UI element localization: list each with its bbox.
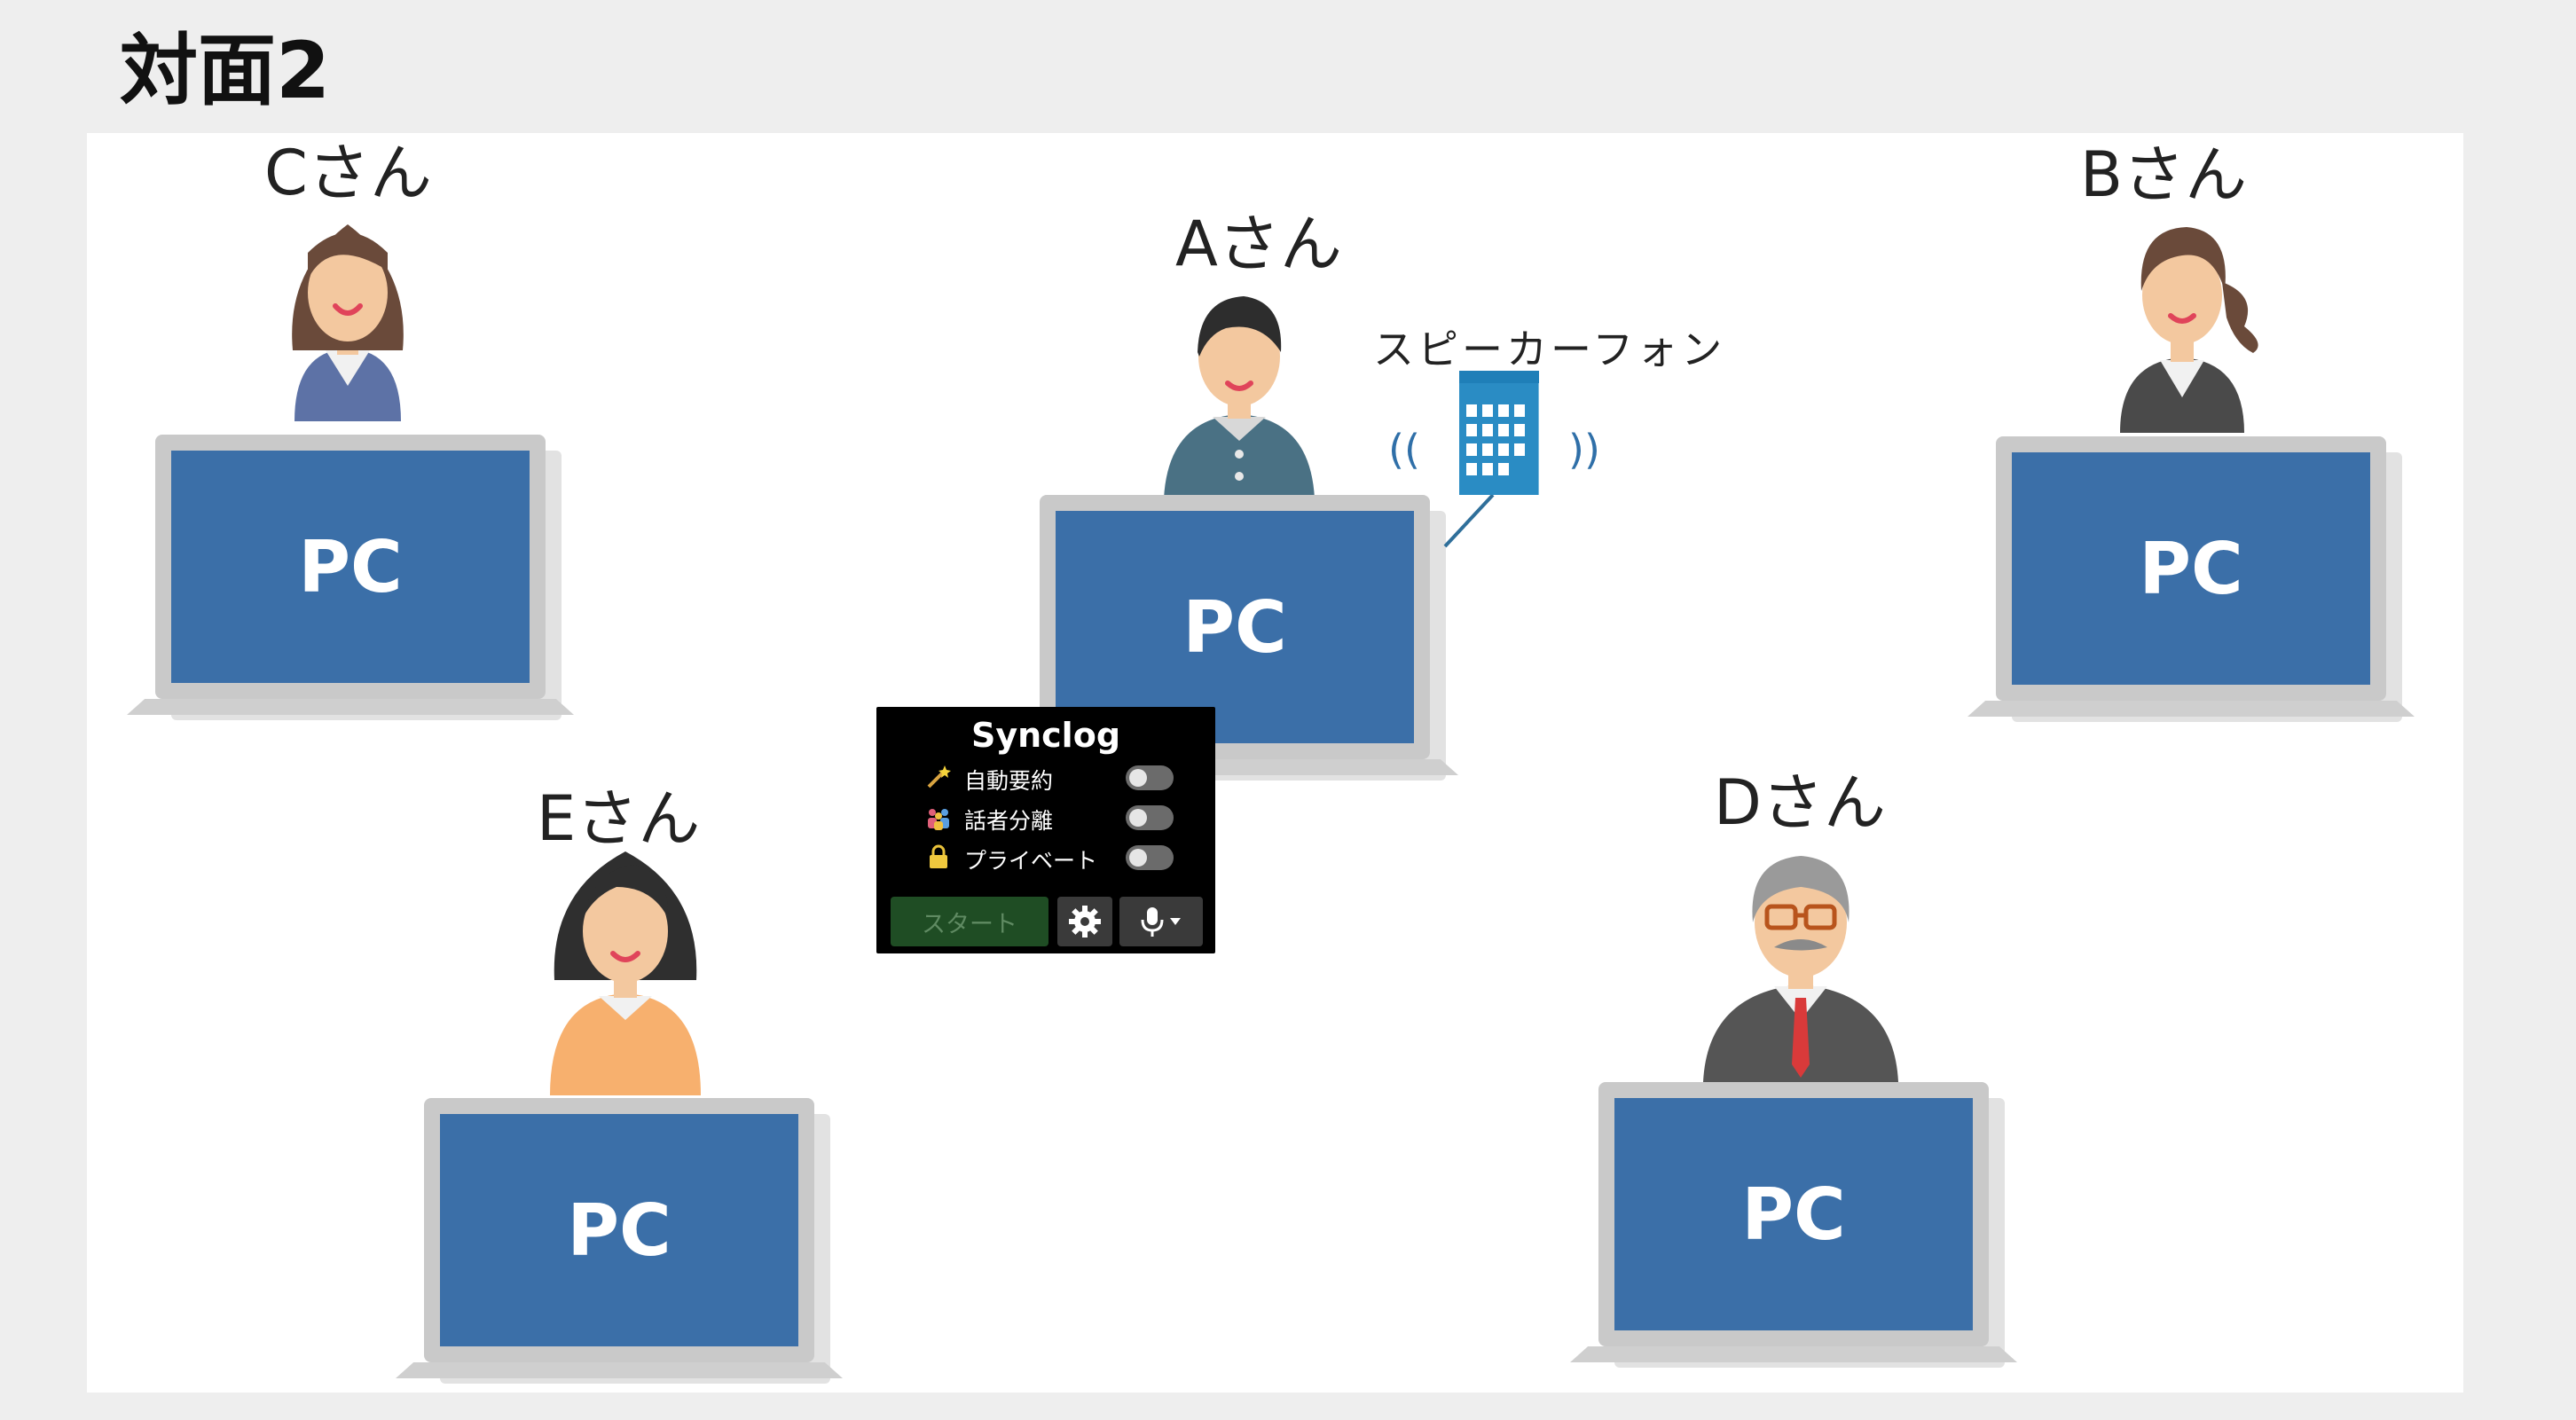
speaker-separation-toggle[interactable]: [1126, 805, 1174, 830]
sound-wave-left-icon: ((: [1388, 426, 1420, 474]
laptop-c: PC: [127, 435, 574, 727]
person-c-icon: [292, 224, 404, 421]
person-a-icon: [1164, 296, 1315, 498]
laptop-screen-label: PC: [1614, 1098, 1973, 1330]
laptop-d: PC: [1570, 1082, 2017, 1375]
chevron-down-icon: [1170, 918, 1181, 925]
person-name-a: Aさん: [1175, 208, 1342, 280]
synclog-panel: Synclog 自動要約 話者分離 プライベート スタート: [876, 707, 1215, 953]
gear-icon: [1069, 906, 1101, 938]
laptop-screen-label: PC: [171, 451, 530, 683]
person-name-c: Cさん: [264, 137, 432, 209]
lock-icon: [930, 844, 947, 868]
person-name-b: Bさん: [2080, 138, 2248, 211]
person-b-icon: [2120, 227, 2258, 433]
slide-title: 対面2: [120, 25, 331, 116]
person-e-icon: [550, 851, 701, 1095]
laptop-screen-label: PC: [440, 1114, 798, 1346]
microphone-select-button[interactable]: [1119, 897, 1203, 946]
private-toggle[interactable]: [1126, 845, 1174, 870]
microphone-icon: [1141, 907, 1181, 937]
laptop-b: PC: [1967, 436, 2415, 729]
speakerphone-label: スピーカーフォン: [1373, 326, 1726, 373]
person-name-e: Eさん: [537, 782, 701, 855]
speakerphone-icon: [1443, 371, 1539, 548]
laptop-a: PC: [1011, 495, 1458, 788]
option-speaker-separation: 話者分離: [925, 800, 1174, 836]
option-auto-summary: 自動要約: [925, 760, 1174, 796]
option-label: プライベート: [964, 848, 1098, 874]
person-name-d: Dさん: [1714, 766, 1886, 839]
settings-button[interactable]: [1057, 897, 1112, 946]
laptop-screen-label: PC: [2012, 452, 2370, 685]
auto-summary-toggle[interactable]: [1126, 765, 1174, 790]
people-icon: [928, 809, 949, 830]
laptop-e: PC: [396, 1098, 843, 1391]
person-d-icon: [1703, 856, 1898, 1082]
magic-wand-icon: [927, 765, 951, 788]
sound-wave-right-icon: )): [1568, 426, 1600, 474]
synclog-title: Synclog: [970, 716, 1121, 755]
option-label: 自動要約: [964, 768, 1054, 794]
laptop-screen-label: PC: [1056, 511, 1414, 743]
option-private: プライベート: [925, 840, 1174, 875]
option-label: 話者分離: [964, 808, 1054, 834]
start-button[interactable]: スタート: [891, 897, 1048, 946]
